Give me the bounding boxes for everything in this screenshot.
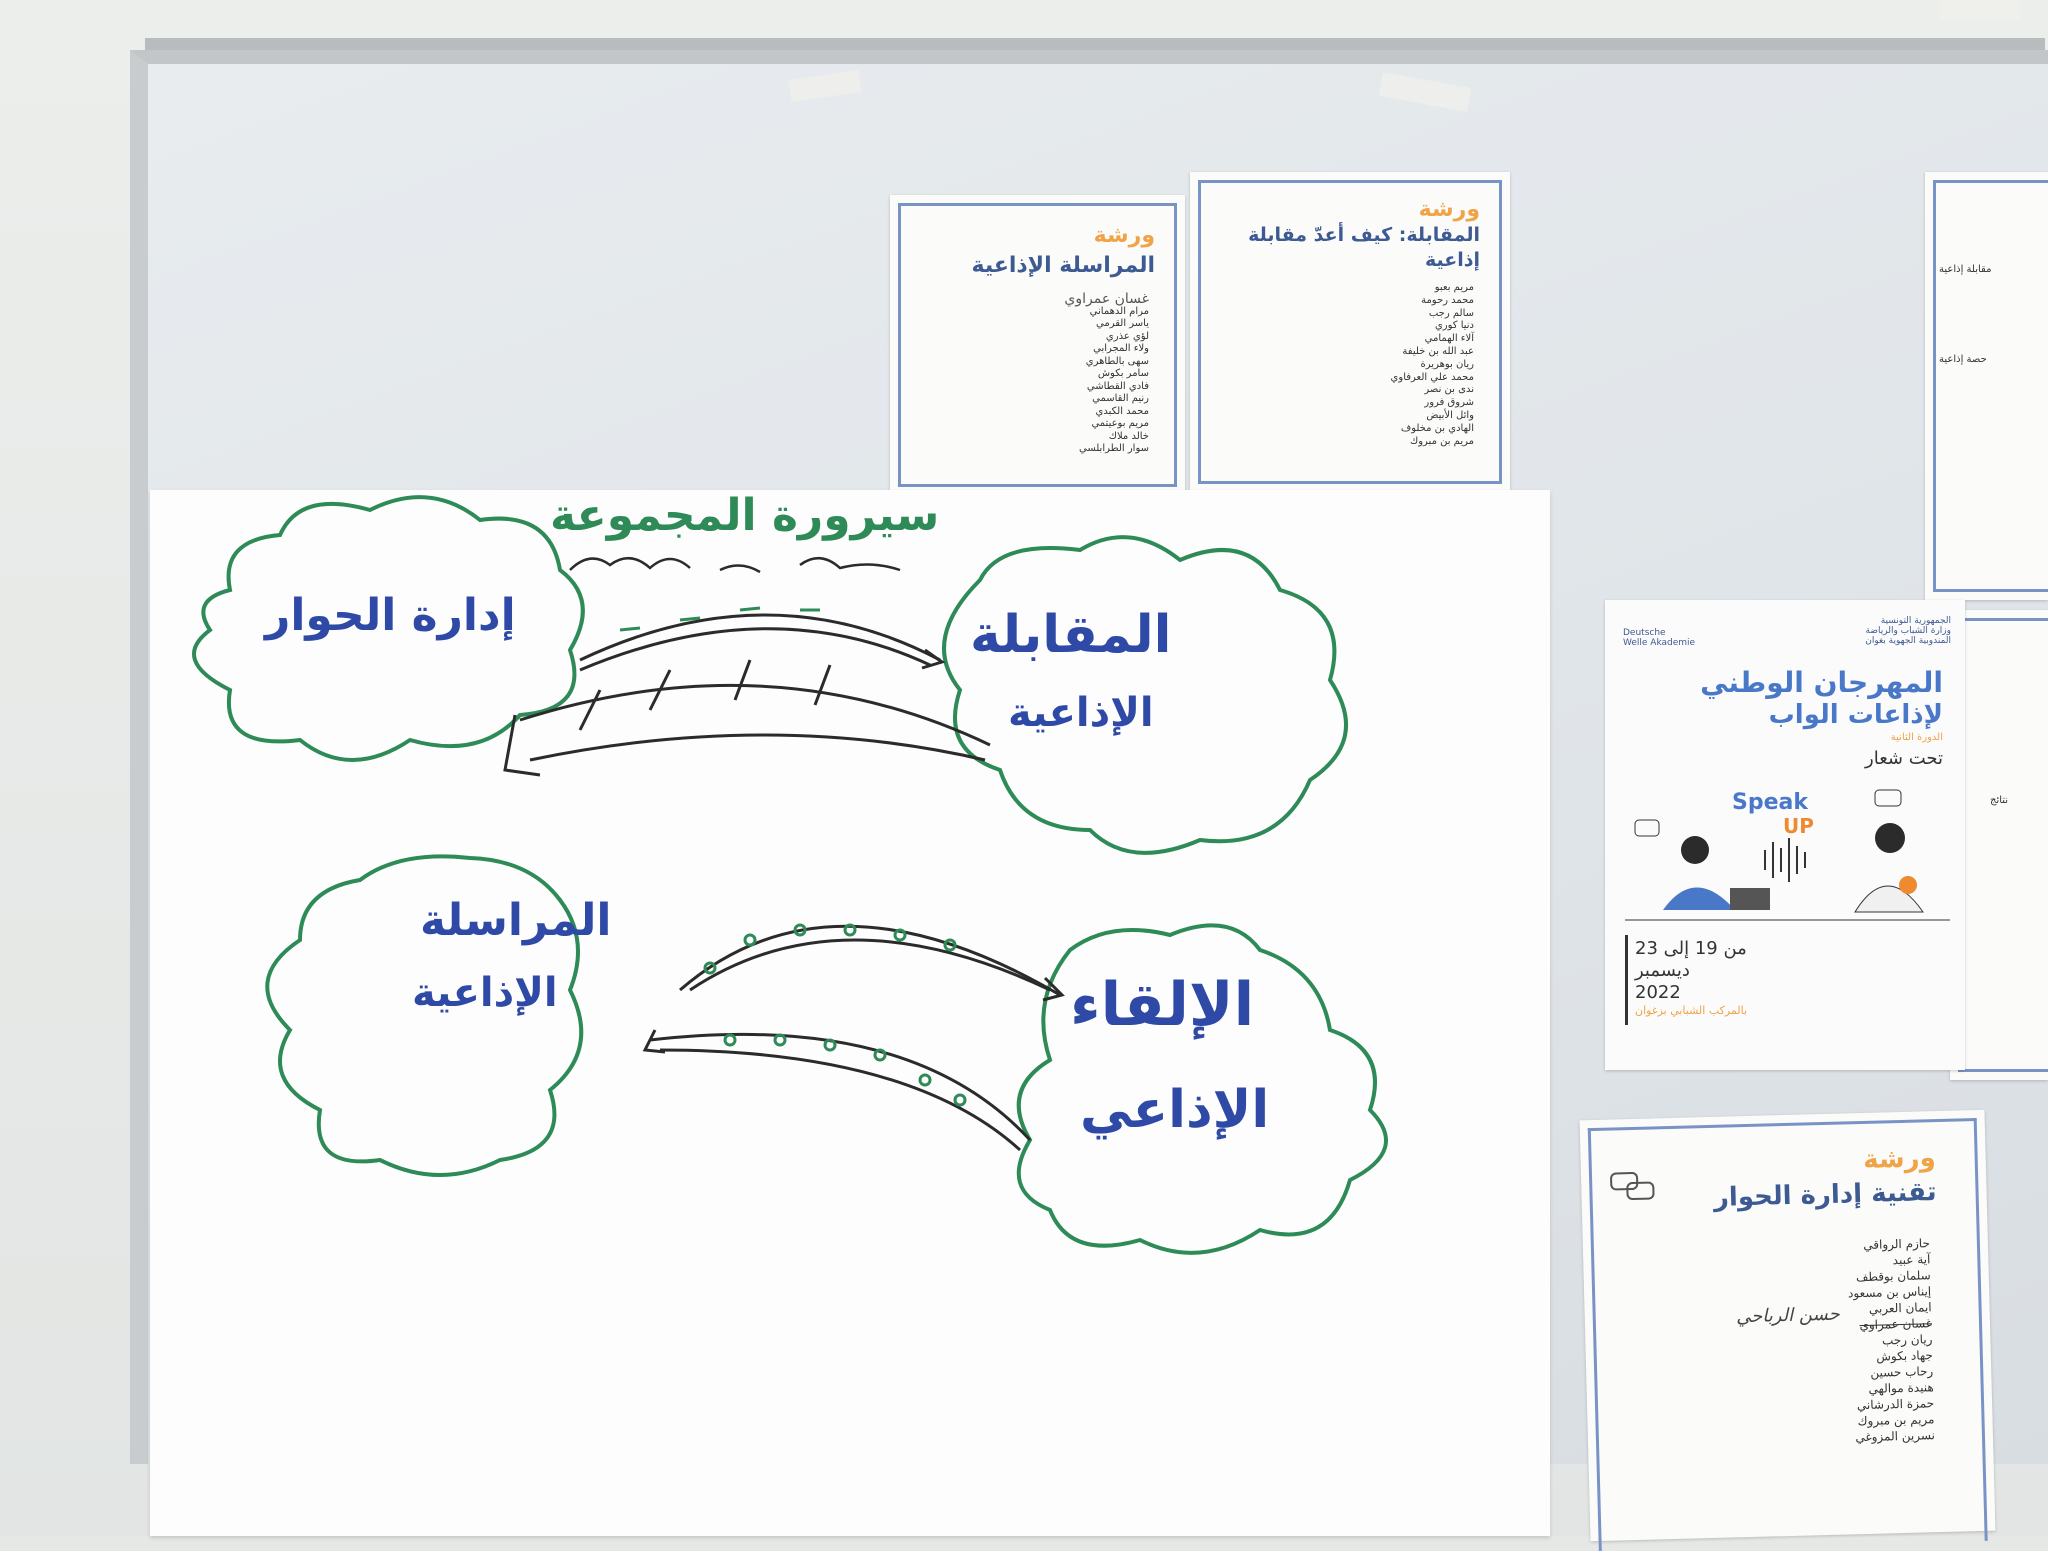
festival-title-line2: لإذاعات الواب [1768, 700, 1943, 730]
name-item: سامر بكوش [1097, 368, 1149, 379]
tape-strip [1940, 0, 2020, 20]
name-item: خالد ملاك [1108, 430, 1149, 442]
festival-venue: بالمركب الشبابي بزغوان [1635, 1004, 1748, 1017]
sheet-line: مقابلة إذاعية [1939, 264, 1992, 275]
workshop-sheet-dialogue: ورشة تقنية إدارة الحوار حازم الرواقي آية… [1579, 1109, 1996, 1551]
sheet-title: المقابلة: كيف أعدّ مقابلة [1248, 224, 1480, 246]
cloud-label-interview-line2: الإذاعية [1008, 690, 1154, 736]
festival-edition: الدورة الثانية [1890, 732, 1943, 743]
name-item: نسرين المزوغي [1855, 1428, 1936, 1445]
sheet-line: حصة إذاعية [1939, 354, 1987, 365]
date-divider [1625, 935, 1628, 1025]
chat-bubbles-icon [1610, 1172, 1655, 1201]
sheet-line: نتائج [1990, 795, 2009, 806]
sheet-label: ورشة [1862, 1143, 1937, 1175]
arrow-dashes-green [619, 606, 820, 632]
arrow-top-forward [579, 613, 946, 672]
name-item: عبد الله بن خليفة [1402, 345, 1474, 357]
names-list: مريم بعبو محمد رحومة سالم رجب دنيا كوري … [1391, 282, 1474, 448]
flipchart-poster: سيرورة المجموعة إدارة الحوار المقابلة ال… [150, 490, 1550, 1536]
name-item: مريم بوعيتمي [1091, 418, 1149, 429]
name-item: مريم بعبو [1434, 282, 1474, 293]
name-item: دنيا كوري [1434, 320, 1474, 332]
sheet-title: تقنية إدارة الحوار [1713, 1177, 1937, 1213]
poster-title: سيرورة المجموعة [550, 490, 940, 541]
name-item: سهى بالطاهري [1085, 355, 1149, 367]
arrow-dots-green [703, 923, 967, 1107]
cloud-label-interview: المقابلة [970, 605, 1172, 665]
cloud-bottom-left [265, 854, 584, 1177]
soundwave-icon [1764, 838, 1806, 882]
workshop-sheet-partial: مقابلة إذاعية حصة إذاعية [1925, 172, 2048, 600]
workshop-sheet-reporting: ورشة المراسلة الإذاعية غسان عمراوي مرام … [890, 195, 1185, 495]
arrow-bottom-forward [679, 924, 1065, 1002]
sheet-title-line2: إذاعية [1424, 249, 1480, 271]
person-with-microphone-icon [1854, 823, 1924, 913]
workshop-sheet-interview: ورشة المقابلة: كيف أعدّ مقابلة إذاعية مر… [1190, 172, 1510, 492]
arrow-top-back [503, 659, 991, 777]
name-item: آلاء الهمامي [1424, 333, 1474, 345]
title-underline [569, 557, 901, 574]
sheet-frame [1933, 180, 2048, 592]
speech-bubble-icon [1634, 789, 1902, 837]
name-item: لؤي عذري [1105, 330, 1149, 342]
festival-illustration [1625, 789, 1950, 921]
name-item: فادي القطاشي [1086, 380, 1149, 392]
sheet-title: المراسلة الإذاعية [971, 253, 1156, 278]
name-item: سالم رجب [1428, 307, 1474, 319]
festival-dates: من 19 إلى 23 [1635, 938, 1747, 959]
festival-header-ministry: الجمهورية التونسية وزارة الشباب والرياضة… [1865, 616, 1951, 646]
names-list: غسان عمراوي مرام الدهماني ياسر القرمي لؤ… [1064, 291, 1149, 456]
names-list: حازم الرواقي آية عبيد سلمان بوقطف إيناس … [1847, 1235, 1936, 1445]
cloud-bottom-right [1016, 923, 1388, 1255]
name-item: شروق فرور [1424, 397, 1474, 409]
sheet-frame [1198, 180, 1502, 484]
cloud-label-reporting: المراسلة [420, 895, 612, 946]
cloud-label-delivery-line2: الإذاعي [1080, 1080, 1270, 1140]
cloud-label-delivery: الإلقاء [1070, 970, 1255, 1040]
cloud-label-dialogue: إدارة الحوار [265, 590, 516, 641]
name-item: الهادي بن مخلوف [1400, 422, 1474, 434]
name-item: محمد الكبدي [1095, 405, 1149, 417]
handwritten-name: حسن الرباحي [1735, 1303, 1840, 1328]
sheet-label: ورشة [1093, 223, 1155, 248]
name-item: سوار الطرابلسي [1078, 443, 1149, 454]
name-item: مريم بن مبروك [1409, 435, 1474, 447]
festival-month: ديسمبر [1635, 960, 1690, 981]
person-with-laptop-icon [1663, 836, 1770, 910]
name-item: رنيم القاسمي [1092, 393, 1149, 404]
festival-poster: الجمهورية التونسية وزارة الشباب والرياضة… [1605, 600, 1965, 1070]
cloud-label-reporting-line2: الإذاعية [412, 970, 558, 1016]
sheet-label: ورشة [1418, 197, 1480, 222]
name-item: محمد رحومة [1421, 294, 1474, 306]
festival-year: 2022 [1635, 982, 1681, 1003]
poster-drawing [192, 495, 1388, 1255]
name-item: ندى بن نصر [1424, 384, 1474, 396]
sheet-frame [1958, 618, 2048, 1072]
up-label: UP [1783, 814, 1814, 838]
cloud-top-left [192, 495, 585, 762]
sheet-frame [898, 203, 1177, 487]
name-item: محمد علي العرفاوي [1390, 371, 1474, 383]
name-item: وائل الأبيض [1426, 409, 1474, 421]
name-item: مرام الدهماني [1089, 305, 1149, 317]
name-item: غسان عمراوي [1064, 291, 1149, 307]
festival-header-dw: Deutsche Welle Akademie [1623, 628, 1696, 648]
festival-title: المهرجان الوطني [1700, 666, 1943, 699]
festival-slogan-label: تحت شعار [1865, 748, 1943, 769]
name-item: ريان بوهريرة [1420, 358, 1474, 370]
name-item: ياسر القرمي [1096, 318, 1149, 329]
name-item: ولاء المجرابي [1093, 343, 1149, 354]
speak-label: Speak [1732, 790, 1808, 815]
arrow-bottom-back [642, 1029, 1032, 1152]
